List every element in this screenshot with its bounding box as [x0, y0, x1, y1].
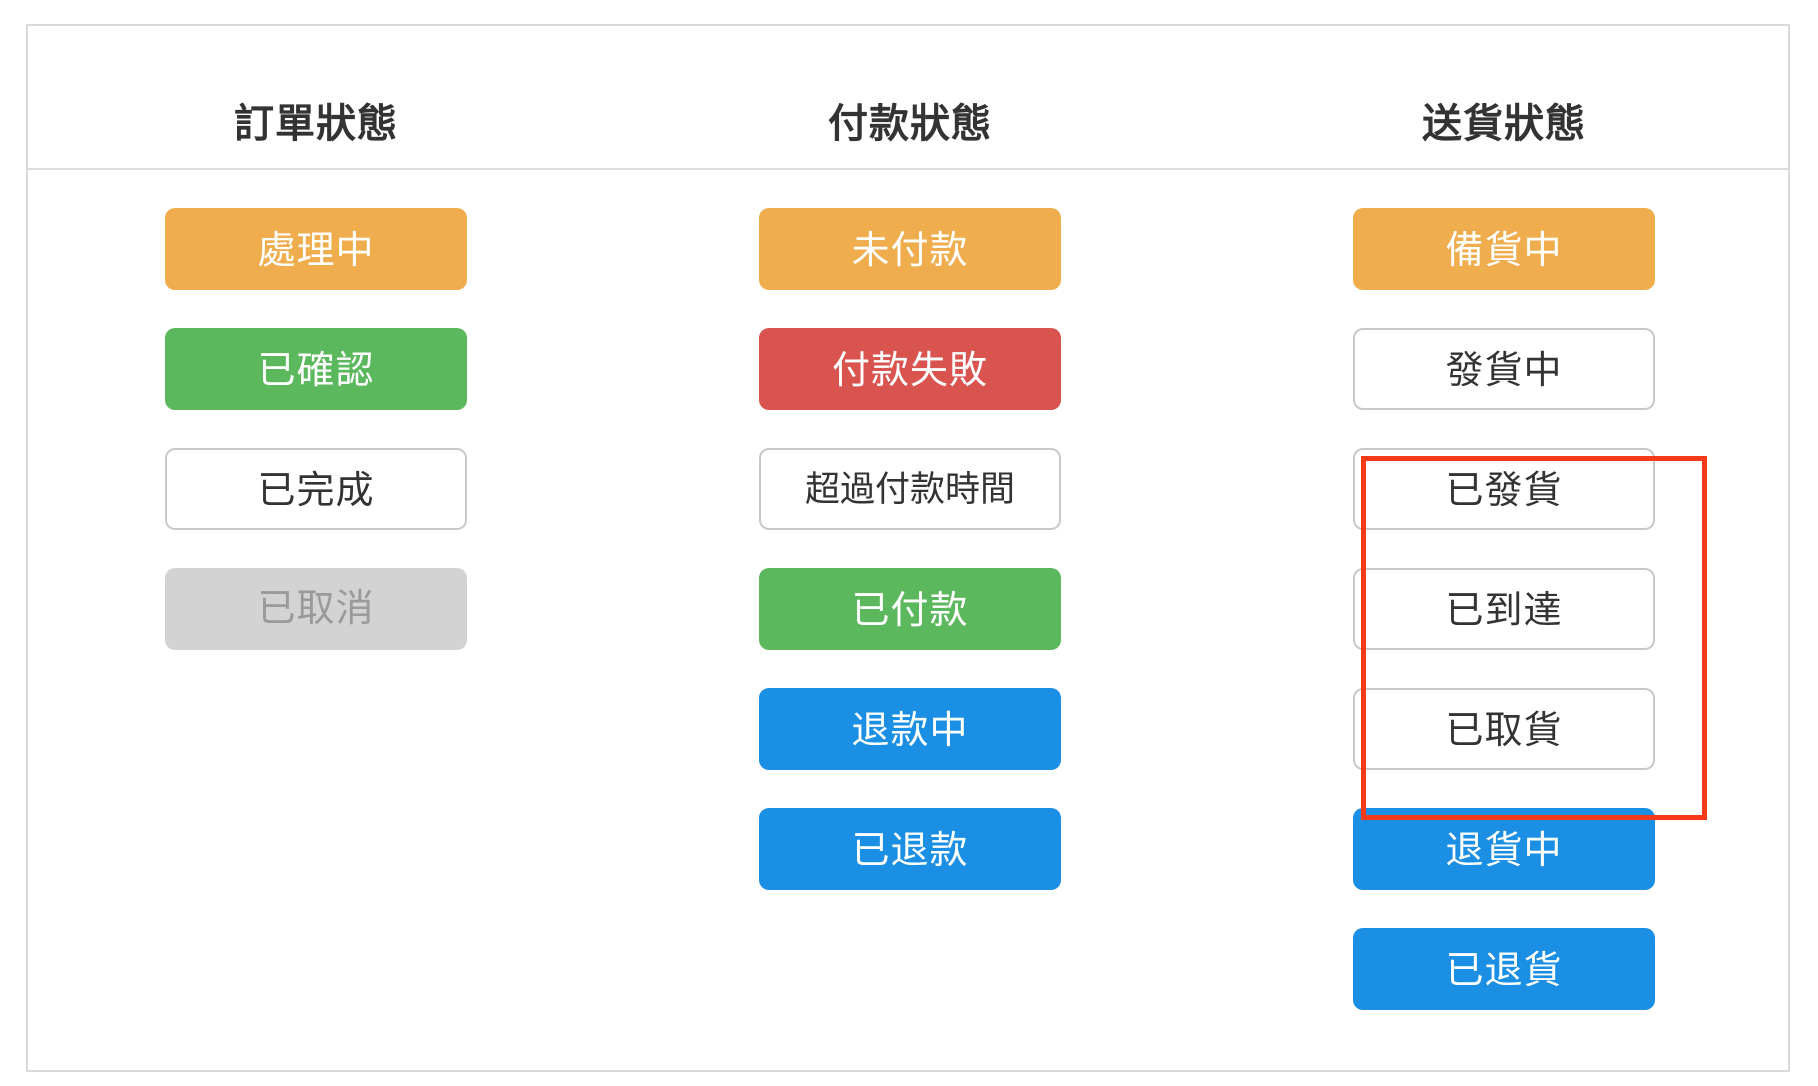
badge-picked-up: 已取貨 [1353, 688, 1655, 770]
badge-confirmed: 已確認 [165, 328, 467, 410]
badge-payment-expired: 超過付款時間 [759, 448, 1061, 530]
badge-returned: 已退貨 [1353, 928, 1655, 1010]
badge-shipped: 已發貨 [1353, 448, 1655, 530]
badge-cancelled: 已取消 [165, 568, 467, 650]
badge-unpaid: 未付款 [759, 208, 1061, 290]
badge-dispatching: 發貨中 [1353, 328, 1655, 410]
column-title-order-status: 訂單狀態 [234, 101, 398, 147]
column-title-delivery-status: 送貨狀態 [1422, 101, 1586, 147]
badge-refunding: 退款中 [759, 688, 1061, 770]
badge-payment-failed: 付款失敗 [759, 328, 1061, 410]
badge-processing: 處理中 [165, 208, 467, 290]
badge-arrived: 已到達 [1353, 568, 1655, 650]
column-title-payment-status: 付款狀態 [828, 101, 992, 147]
badge-preparing: 備貨中 [1353, 208, 1655, 290]
status-table: 訂單狀態 付款狀態 送貨狀態 處理中 已確認 已完成 已取消 未付款 付款失敗 … [26, 24, 1790, 1072]
badge-paid: 已付款 [759, 568, 1061, 650]
badge-refunded: 已退款 [759, 808, 1061, 890]
badge-completed: 已完成 [165, 448, 467, 530]
badge-returning: 退貨中 [1353, 808, 1655, 890]
table-header: 訂單狀態 付款狀態 送貨狀態 [28, 26, 1788, 170]
